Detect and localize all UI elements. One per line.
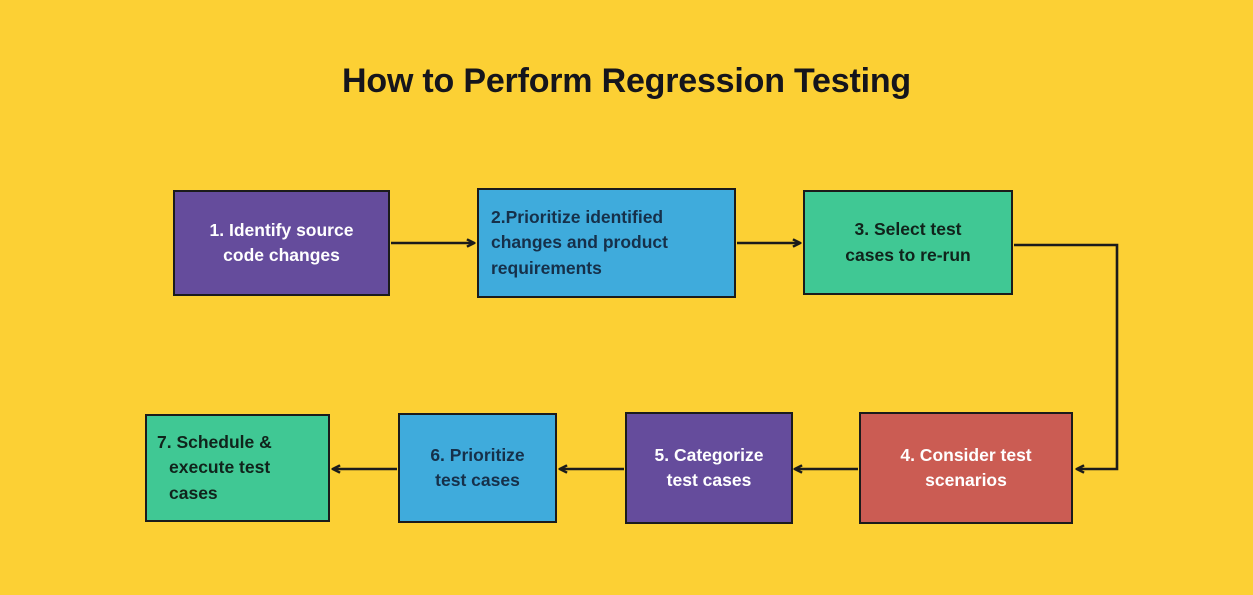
flow-node-3-label: 3. Select test cases to re-run — [845, 219, 971, 265]
flow-node-5[interactable]: 5. Categorize test cases — [625, 412, 793, 524]
page-title: How to Perform Regression Testing — [342, 62, 911, 100]
flow-node-6[interactable]: 6. Prioritize test cases — [398, 413, 557, 523]
flow-node-4-label: 4. Consider test scenarios — [900, 444, 1032, 490]
flow-node-2-label: 2.Prioritize identified changes and prod… — [491, 206, 668, 278]
flow-node-5-label: 5. Categorize test cases — [654, 444, 764, 490]
flow-node-1[interactable]: 1. Identify source code changes — [173, 190, 390, 296]
flow-node-4[interactable]: 4. Consider test scenarios — [859, 412, 1073, 524]
flow-node-1-label: 1. Identify source code changes — [209, 219, 354, 265]
flow-node-6-label: 6. Prioritize test cases — [430, 444, 525, 490]
flow-node-7-label: 7. Schedule & execute test cases — [157, 431, 272, 503]
flow-node-2[interactable]: 2.Prioritize identified changes and prod… — [477, 188, 736, 298]
flow-node-3[interactable]: 3. Select test cases to re-run — [803, 190, 1013, 295]
flow-node-7[interactable]: 7. Schedule & execute test cases — [145, 414, 330, 522]
